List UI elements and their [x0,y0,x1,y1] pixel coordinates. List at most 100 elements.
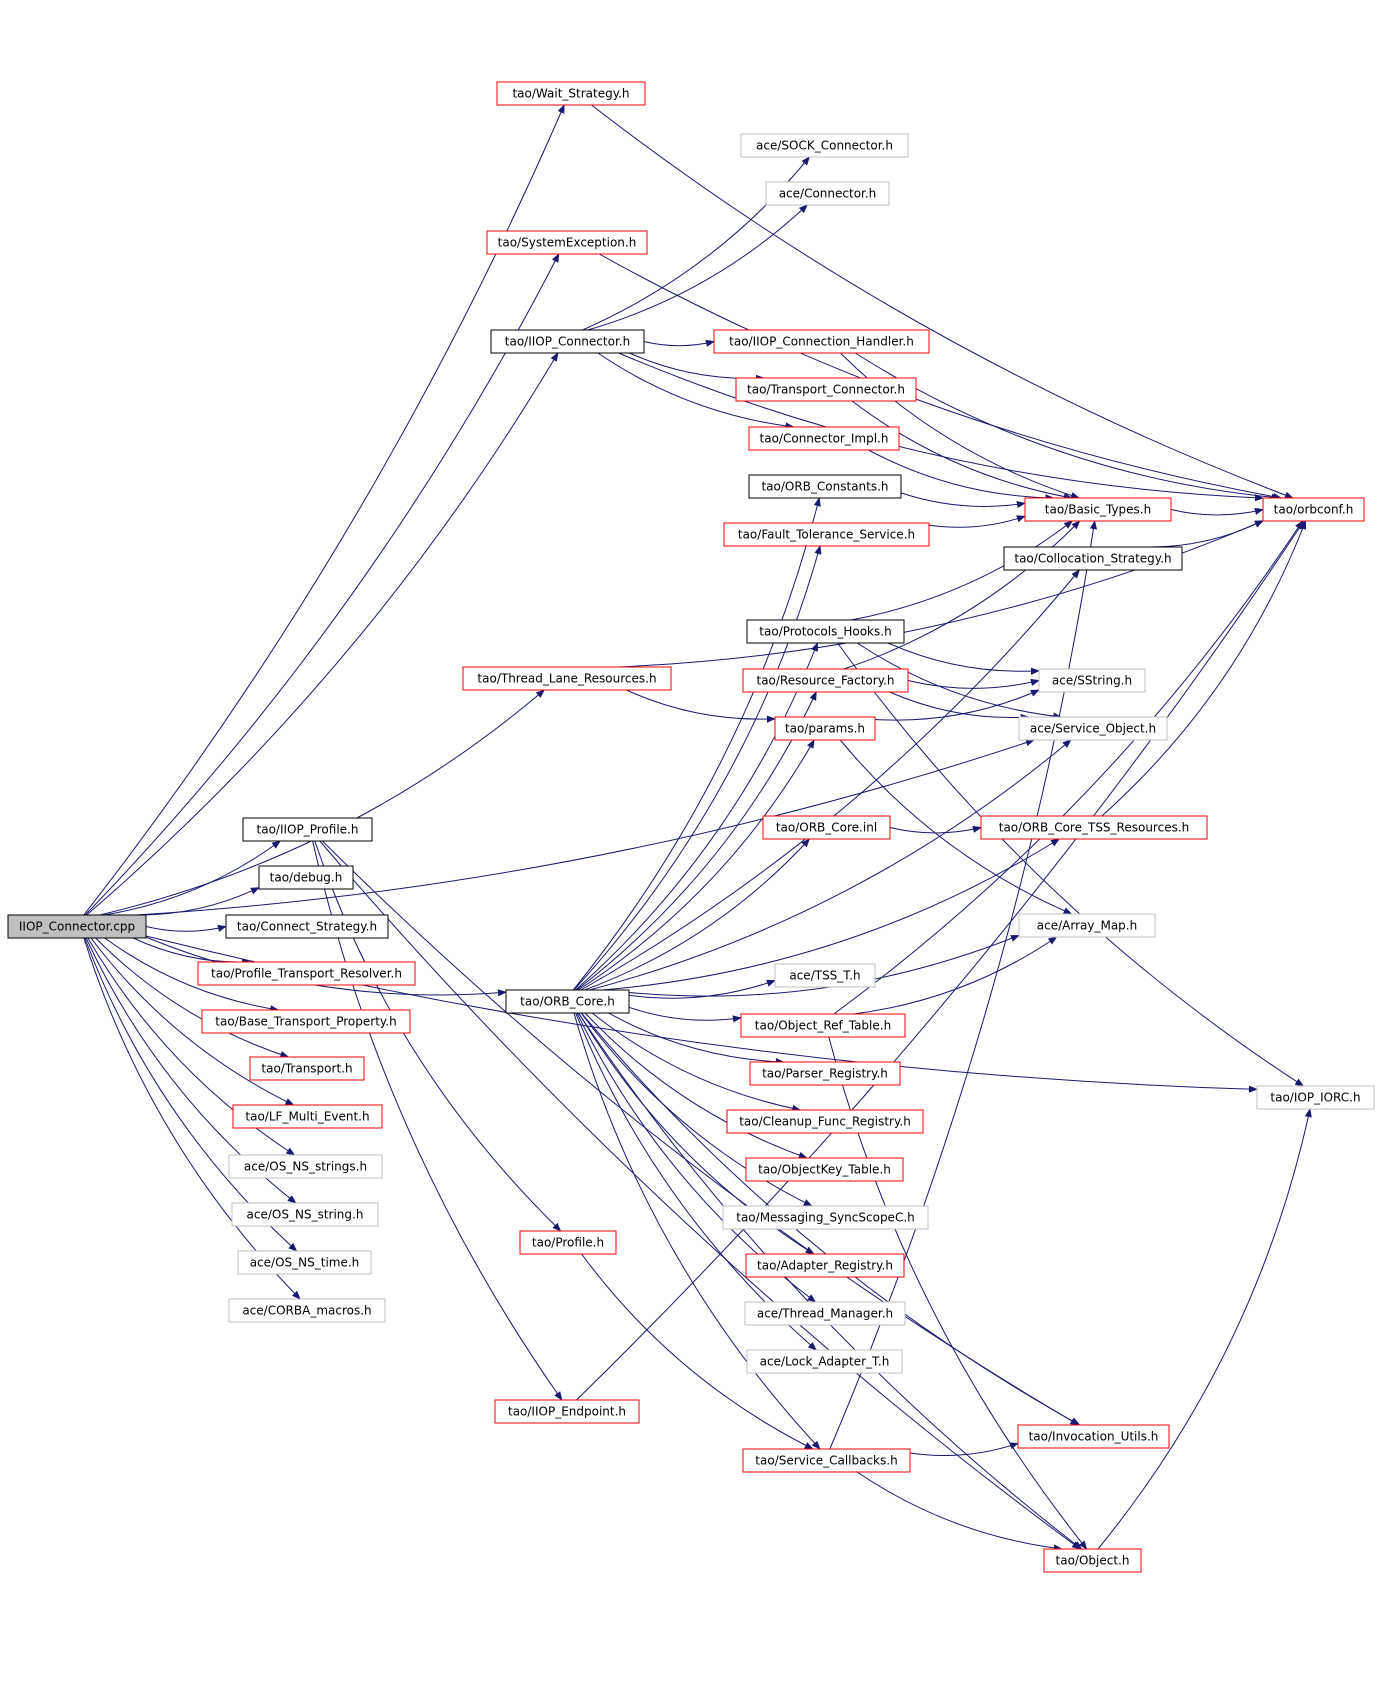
node-box [742,668,909,693]
node-sock-connector[interactable]: ace/SOCK_Connector.h [740,133,909,158]
node-box [735,377,917,402]
node-orbconf[interactable]: tao/orbconf.h [1262,497,1365,522]
edge-iiop_connection_handler-to-orbconf [854,352,1281,501]
node-label: tao/Object_Ref_Table.h [755,1019,891,1033]
node-lock-adapter[interactable]: ace/Lock_Adapter_T.h [746,1349,903,1374]
node-ace-connector[interactable]: ace/Connector.h [765,181,890,206]
edge-thread_lane-to-orbconf [617,520,1264,668]
node-label: tao/ORB_Core.h [520,995,615,1009]
node-box [1262,497,1365,522]
node-thread-manager[interactable]: ace/Thread_Manager.h [744,1301,906,1326]
node-label: tao/ObjectKey_Table.h [758,1163,891,1177]
node-box [740,133,909,158]
edge-protocols_hooks-to-basic_types [851,520,1074,621]
edge-orb_core_h-to-fault_tolerance [573,545,822,991]
node-array-map[interactable]: ace/Array_Map.h [1018,913,1156,938]
node-box [722,1205,929,1230]
edge-resource_factory-to-basic_types [843,520,1081,670]
node-box [490,329,645,354]
edge-resource_factory-to-service_object [889,691,1030,722]
node-transport[interactable]: tao/Transport.h [249,1056,365,1081]
edge-orb_core_inl-to-orb_core_tss [889,825,982,834]
node-box [258,865,354,890]
node-connector-impl[interactable]: tao/Connector_Impl.h [748,426,900,451]
node-params[interactable]: tao/params.h [774,716,876,741]
node-adapter-registry[interactable]: tao/Adapter_Registry.h [745,1253,905,1278]
node-corba-macros[interactable]: ace/CORBA_macros.h [228,1298,386,1323]
node-root[interactable]: IIOP_Connector.cpp [7,914,147,939]
node-connect-strategy[interactable]: tao/Connect_Strategy.h [225,914,389,939]
node-iiop-connector-h[interactable]: tao/IIOP_Connector.h [490,329,645,354]
edge-fault_tolerance-to-basic_types [928,515,1026,528]
node-object-ref-table[interactable]: tao/Object_Ref_Table.h [740,1013,906,1038]
node-profile-h[interactable]: tao/Profile.h [519,1230,617,1255]
node-os-ns-string[interactable]: ace/OS_NS_string.h [231,1202,379,1227]
edge-orb_core_h-to-cleanup_func_registry [591,1012,802,1112]
node-messaging-syncscope[interactable]: tao/Messaging_SyncScopeC.h [722,1205,929,1230]
node-orb-constants[interactable]: tao/ORB_Constants.h [748,474,902,499]
node-box [745,1253,905,1278]
edge-root-to-wait_strategy [83,104,565,916]
node-transport-connector[interactable]: tao/Transport_Connector.h [735,377,917,402]
edge-root-to-iiop_connector_h [86,352,559,916]
node-box [519,1230,617,1255]
node-resource-factory[interactable]: tao/Resource_Factory.h [742,668,909,693]
node-os-ns-strings[interactable]: ace/OS_NS_strings.h [228,1154,383,1179]
node-collocation-strategy[interactable]: tao/Collocation_Strategy.h [1003,546,1183,571]
node-box [197,961,416,986]
node-service-object[interactable]: ace/Service_Object.h [1018,716,1168,741]
node-label: ace/TSS_T.h [789,969,860,983]
node-base-transport-property[interactable]: tao/Base_Transport_Property.h [201,1009,411,1034]
node-object-h[interactable]: tao/Object.h [1043,1548,1142,1573]
edge-collocation_strategy-to-orbconf [1144,520,1264,548]
node-orb-core-h[interactable]: tao/ORB_Core.h [505,989,630,1014]
node-profile-transport-resolver[interactable]: tao/Profile_Transport_Resolver.h [197,961,416,986]
node-orb-core-tss[interactable]: tao/ORB_Core_TSS_Resources.h [980,815,1208,840]
edge-params-to-array_map [839,739,1073,915]
node-sstring[interactable]: ace/SString.h [1038,668,1146,693]
node-box [980,815,1208,840]
node-label: tao/Collocation_Strategy.h [1014,552,1171,566]
node-cleanup-func-registry[interactable]: tao/Cleanup_Func_Registry.h [726,1109,924,1134]
node-label: ace/OS_NS_string.h [247,1208,364,1222]
node-label: tao/LF_Multi_Event.h [245,1110,369,1124]
node-label: tao/Messaging_SyncScopeC.h [736,1211,915,1225]
node-label: tao/IIOP_Endpoint.h [508,1405,626,1419]
edge-iiop_connector_h-to-ace_connector [587,204,808,331]
edge-orb_core_h-to-params [578,739,815,991]
node-box [462,666,672,691]
node-basic-types[interactable]: tao/Basic_Types.h [1024,497,1172,522]
node-label: tao/Thread_Lane_Resources.h [477,672,656,686]
node-debug[interactable]: tao/debug.h [258,865,354,890]
nodes-layer: IIOP_Connector.cpp tao/Wait_Strategy.hace… [7,81,1375,1573]
node-label: tao/Resource_Factory.h [756,674,894,688]
node-label: tao/Adapter_Registry.h [757,1259,893,1273]
node-protocols-hooks[interactable]: tao/Protocols_Hooks.h [746,619,905,644]
node-box [1017,1424,1170,1449]
node-wait-strategy[interactable]: tao/Wait_Strategy.h [496,81,646,106]
edge-orb_constants-to-basic_types [900,492,1026,509]
node-lf-multi-event[interactable]: tao/LF_Multi_Event.h [232,1104,383,1129]
node-iiop-profile[interactable]: tao/IIOP_Profile.h [242,817,373,842]
node-invocation-utils[interactable]: tao/Invocation_Utils.h [1017,1424,1170,1449]
node-system-exception[interactable]: tao/SystemException.h [486,230,648,255]
node-objectkey-table[interactable]: tao/ObjectKey_Table.h [745,1157,904,1182]
node-os-ns-time[interactable]: ace/OS_NS_time.h [237,1250,372,1275]
node-iop-iorc[interactable]: tao/IOP_IORC.h [1256,1085,1375,1110]
node-iiop-connection-handler[interactable]: tao/IIOP_Connection_Handler.h [713,329,930,354]
node-label: tao/Transport.h [261,1062,352,1076]
node-tss-t[interactable]: ace/TSS_T.h [774,963,876,988]
node-parser-registry[interactable]: tao/Parser_Registry.h [749,1061,901,1086]
node-label: tao/params.h [785,722,865,736]
edge-orb_core_h-to-protocols_hooks [575,642,818,991]
node-iiop-endpoint[interactable]: tao/IIOP_Endpoint.h [494,1399,640,1424]
node-thread-lane[interactable]: tao/Thread_Lane_Resources.h [462,666,672,691]
node-label: tao/Protocols_Hooks.h [759,625,891,639]
node-orb-core-inl[interactable]: tao/ORB_Core.inl [762,815,891,840]
node-box [746,619,905,644]
edge-system_exception-to-orbconf [598,253,1283,501]
node-service-callbacks[interactable]: tao/Service_Callbacks.h [742,1448,911,1473]
node-label: tao/SystemException.h [498,236,637,250]
node-fault-tolerance[interactable]: tao/Fault_Tolerance_Service.h [723,522,930,547]
edge-iiop_profile-to-object_h [319,840,1081,1550]
